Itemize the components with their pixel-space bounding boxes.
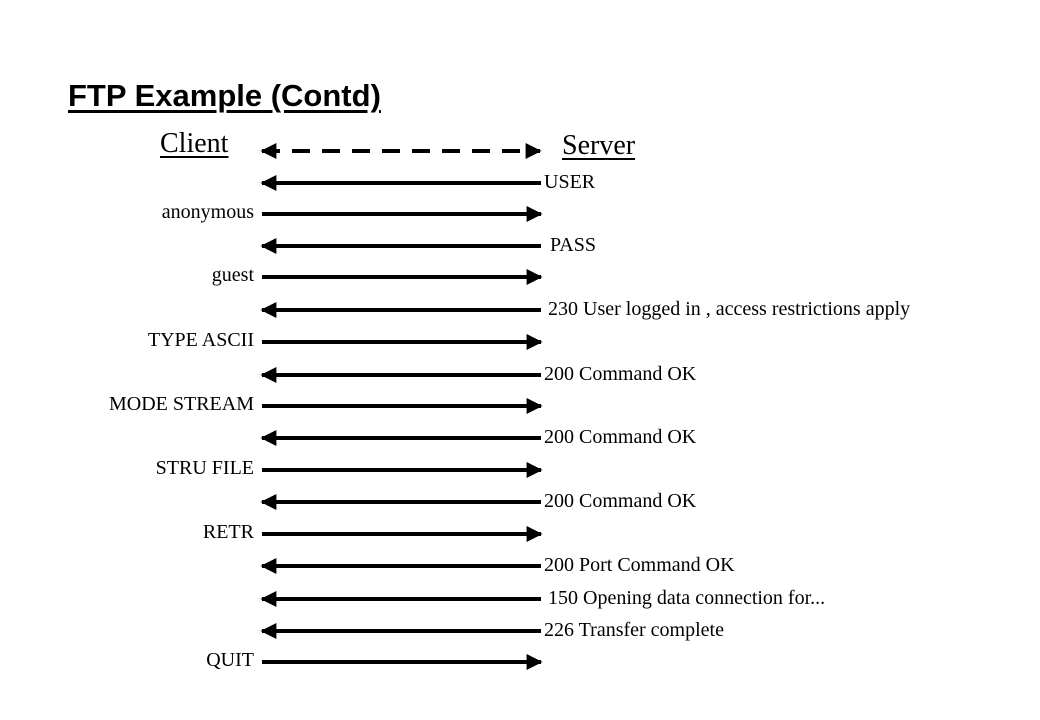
client-command-label: anonymous (161, 201, 254, 223)
client-column-label: Client (160, 128, 229, 159)
client-command-label: guest (211, 264, 254, 286)
server-message-label: 200 Port Command OK (544, 554, 735, 576)
client-command-label: STRU FILE (155, 457, 254, 479)
server-message-label: USER (544, 171, 596, 193)
server-message-label: 200 Command OK (544, 490, 697, 512)
slide-title: FTP Example (Contd) (68, 78, 381, 113)
server-message-label: 200 Command OK (544, 363, 697, 385)
server-message-label: 226 Transfer complete (544, 619, 724, 641)
server-message-label: 200 Command OK (544, 426, 697, 448)
server-message-label: PASS (550, 234, 596, 256)
client-command-label: RETR (202, 521, 254, 543)
client-command-label: QUIT (206, 649, 254, 671)
client-command-label: MODE STREAM (108, 393, 254, 415)
server-message-label: 230 User logged in , access restrictions… (548, 298, 911, 320)
client-command-label: TYPE ASCII (147, 329, 254, 351)
server-column-label: Server (562, 130, 636, 161)
server-message-label: 150 Opening data connection for... (548, 587, 826, 609)
